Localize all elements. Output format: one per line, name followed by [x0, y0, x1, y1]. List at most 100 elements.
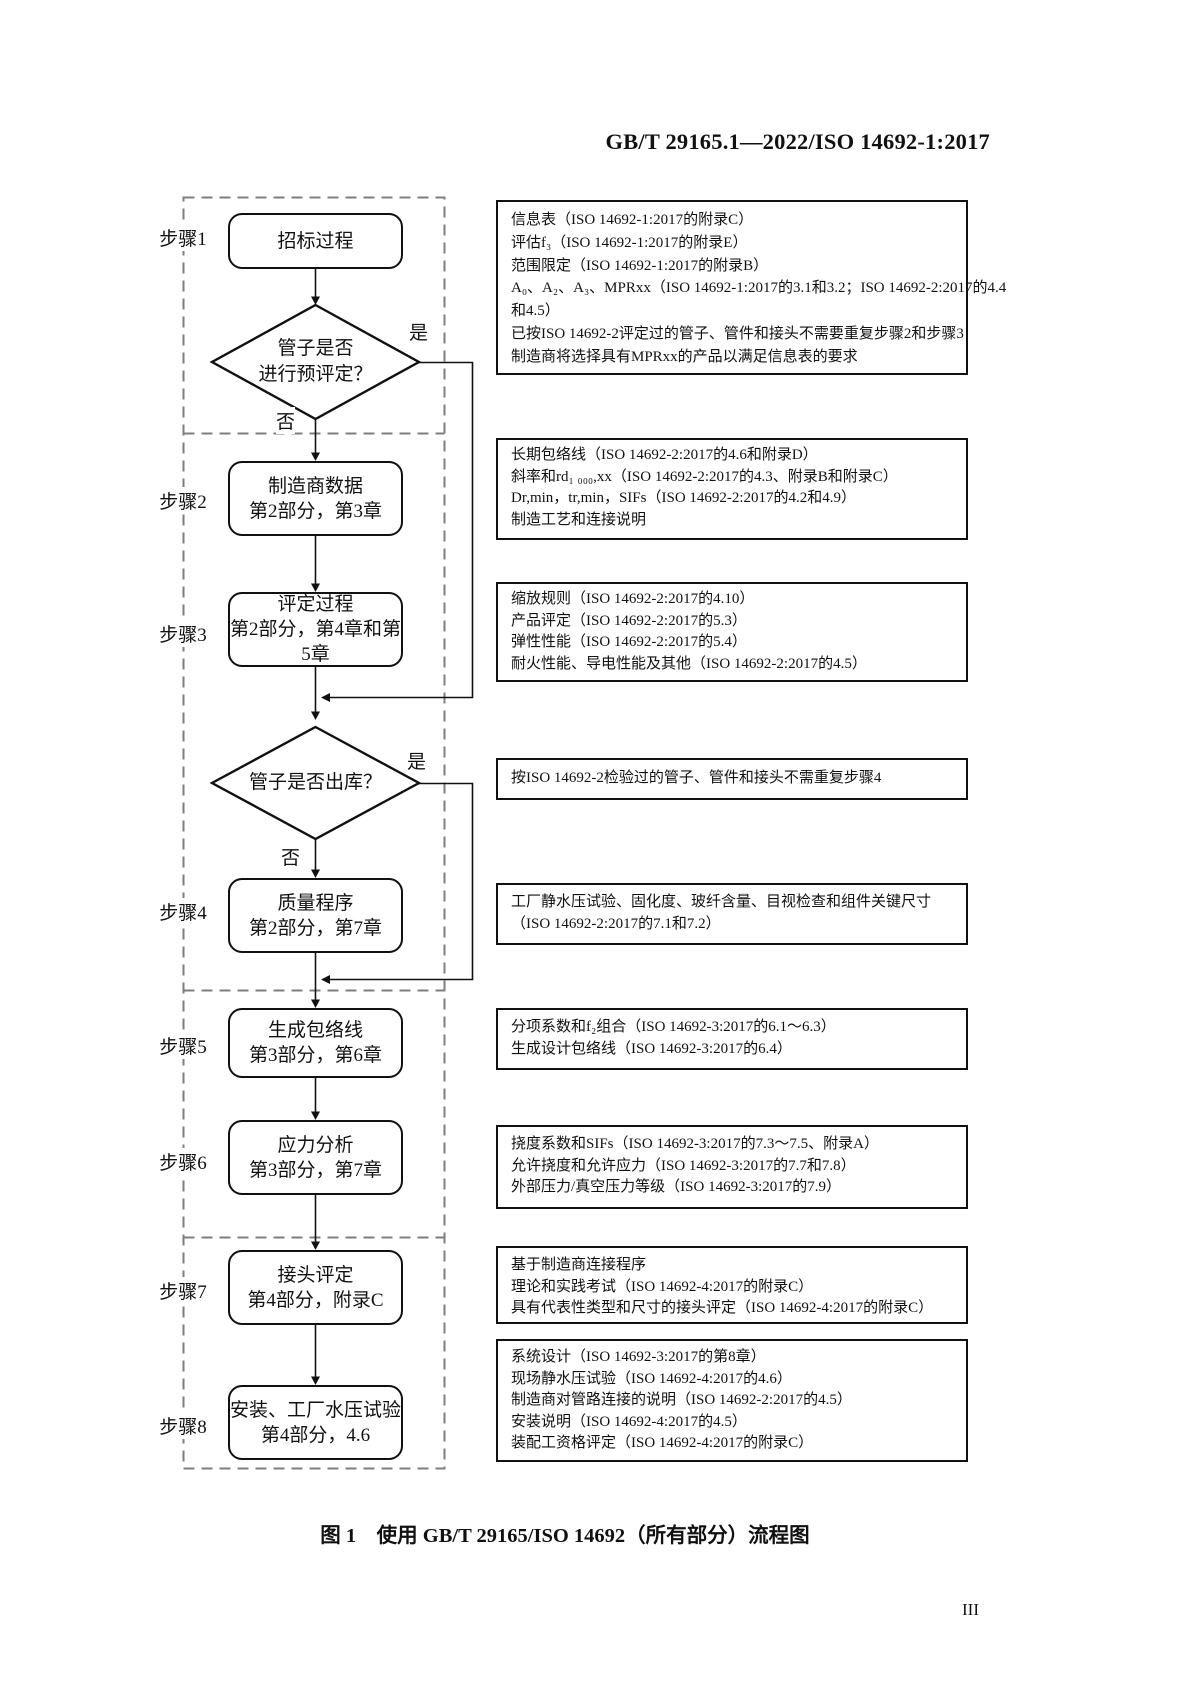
- annotation-line: 制造工艺和连接说明: [511, 511, 647, 528]
- annotation-line: 外部压力/真空压力等级（ISO 14692-3:2017的7.9）: [511, 1179, 842, 1195]
- annotation-line: 分项系数和f₂组合（ISO 14692-3:2017的6.1～6.3）: [511, 1019, 836, 1035]
- decision-exfactory-diamond: [209, 725, 422, 841]
- annotation-line: 制造商对管路连接的说明（ISO 14692-2:2017的4.5）: [511, 1392, 852, 1408]
- annotation-line: 范围限定（ISO 14692-1:2017的附录B）: [511, 257, 769, 274]
- arrowhead-down: [311, 452, 320, 461]
- annotation-line: 工厂静水压试验、固化度、玻纤含量、目视检查和组件关键尺寸: [511, 894, 932, 910]
- annotation-line: 理论和实践考试（ISO 14692-4:2017的附录C）: [511, 1278, 814, 1295]
- arrowheads: [311, 296, 330, 1385]
- node-installation-hydrotest: 安装、工厂水压试验 第4部分，4.6: [228, 1385, 403, 1460]
- arrowhead-down: [311, 1241, 320, 1250]
- node-text: 生成包络线: [267, 1020, 363, 1041]
- arrowhead-down: [311, 999, 320, 1008]
- annotation-line: 长期包络线（ISO 14692-2:2017的4.6和附录D）: [511, 447, 818, 463]
- node-text: 管子是否: [277, 338, 354, 359]
- node-manufacturer-data: 制造商数据 第2部分，第3章: [228, 461, 403, 536]
- annotation-line: 已按ISO 14692-2评定过的管子、管件和接头不需要重复步骤2和步骤3: [511, 325, 964, 342]
- edge-label-yes-1: 是: [409, 318, 429, 345]
- arrowhead-down: [311, 1111, 320, 1120]
- annotation-box-step1: 信息表（ISO 14692-1:2017的附录C） 评估f₃（ISO 14692…: [496, 200, 1007, 375]
- annotation-line: 具有代表性类型和尺寸的接头评定（ISO 14692-4:2017的附录C）: [511, 1300, 934, 1316]
- annotation-line: 生成设计包络线（ISO 14692-3:2017的6.4）: [511, 1040, 792, 1057]
- annotation-line: 弹性性能（ISO 14692-2:2017的5.4）: [511, 634, 747, 650]
- annotation-box-exfactory-note: 按ISO 14692-2检验过的管子、管件和接头不需重复步骤4: [496, 758, 968, 800]
- node-text: 制造商数据: [267, 475, 363, 497]
- decision-prequalified-diamond: [209, 303, 422, 421]
- annotation-line: 系统设计（ISO 14692-3:2017的第8章）: [511, 1349, 766, 1365]
- node-stress-analysis: 应力分析 第3部分，第7章: [228, 1120, 403, 1195]
- annotation-line: A₀、A₂、A₃、MPRxx（ISO 14692-1:2017的3.1和3.2；…: [511, 280, 1007, 297]
- annotation-line: 制造商将选择具有MPRxx的产品以满足信息表的要求: [511, 348, 858, 365]
- annotation-line: 现场静水压试验（ISO 14692-4:2017的4.6）: [511, 1370, 792, 1387]
- annotation-box-step5: 分项系数和f₂组合（ISO 14692-3:2017的6.1～6.3） 生成设计…: [496, 1008, 968, 1070]
- node-text: 第2部分，第4章和第5章: [230, 619, 402, 665]
- annotation-box-step3: 缩放规则（ISO 14692-2:2017的4.10） 产品评定（ISO 146…: [496, 582, 968, 682]
- annotation-box-step4: 工厂静水压试验、固化度、玻纤含量、目视检查和组件关键尺寸 （ISO 14692-…: [496, 883, 968, 945]
- figure-caption: 图 1 使用 GB/T 29165/ISO 14692（所有部分）流程图: [320, 1525, 810, 1547]
- edge-label-no-1: 否: [276, 407, 296, 434]
- arrowhead-left: [321, 693, 330, 702]
- annotation-line: 产品评定（ISO 14692-2:2017的5.3）: [511, 612, 747, 629]
- node-text: 安装、工厂水压试验: [230, 1399, 402, 1421]
- node-qualification-process: 评定过程 第2部分，第4章和第5章: [228, 592, 403, 667]
- node-tender-process: 招标过程: [228, 213, 403, 269]
- node-text: 第2部分，第7章: [248, 917, 382, 939]
- step-label-1: 步骤1: [146, 224, 220, 251]
- annotation-box-step6: 挠度系数和SIFs（ISO 14692-3:2017的7.3～7.5、附录A） …: [496, 1125, 968, 1209]
- annotation-line: （ISO 14692-2:2017的7.1和7.2）: [511, 915, 721, 932]
- node-decision-prequalified: 管子是否 进行预评定？: [212, 305, 419, 419]
- flow-lines: [314, 269, 474, 1378]
- arrowhead-down: [311, 583, 320, 592]
- edge-label-no-2: 否: [281, 843, 301, 870]
- node-text: 招标过程: [277, 230, 354, 252]
- annotation-box-step7: 基于制造商连接程序 理论和实践考试（ISO 14692-4:2017的附录C） …: [496, 1246, 968, 1324]
- node-text: 第4部分，4.6: [260, 1424, 371, 1446]
- node-text: 进行预评定？: [258, 364, 373, 385]
- step-label-3: 步骤3: [146, 620, 220, 647]
- standard-number: GB/T 29165.1—2022/ISO 14692-1:2017: [605, 129, 990, 154]
- annotation-line: 允许挠度和允许应力（ISO 14692-3:2017的7.7和7.8）: [511, 1157, 856, 1174]
- node-text: 管子是否出库？: [248, 772, 382, 793]
- decision-diamonds: [209, 303, 422, 841]
- step-label-8: 步骤8: [146, 1412, 220, 1439]
- annotation-box-step2: 长期包络线（ISO 14692-2:2017的4.6和附录D） 斜率和rd₁ ₀…: [496, 438, 968, 540]
- node-text: 质量程序: [277, 892, 354, 914]
- arrowhead-down: [311, 869, 320, 878]
- node-quality-program: 质量程序 第2部分，第7章: [228, 878, 403, 953]
- annotation-line: 安装说明（ISO 14692-4:2017的4.5）: [511, 1413, 747, 1430]
- annotation-line: Dr,min，tr,min，SIFs（ISO 14692-2:2017的4.2和…: [511, 490, 857, 506]
- annotation-line: 和4.5）: [511, 303, 560, 320]
- arrowhead-left: [321, 975, 330, 984]
- edge-label-yes-2: 是: [407, 747, 427, 774]
- annotation-line: 信息表（ISO 14692-1:2017的附录C）: [511, 212, 754, 228]
- annotation-line: 按ISO 14692-2检验过的管子、管件和接头不需重复步骤4: [511, 770, 882, 786]
- step-label-5: 步骤5: [146, 1032, 220, 1059]
- yes-branch-2: [330, 782, 474, 981]
- step-label-6: 步骤6: [146, 1148, 220, 1175]
- node-text: 应力分析: [277, 1134, 354, 1156]
- arrowhead-down: [311, 296, 320, 305]
- node-decision-exfactory: 管子是否出库？: [212, 727, 419, 839]
- node-text: 评定过程: [277, 594, 354, 615]
- node-text: 接头评定: [277, 1264, 354, 1286]
- arrowhead-down: [311, 711, 320, 720]
- node-text: 第3部分，第6章: [248, 1045, 382, 1066]
- node-generate-envelope: 生成包络线 第3部分，第6章: [228, 1008, 403, 1078]
- annotation-line: 斜率和rd₁ ₀₀₀,xx（ISO 14692-2:2017的4.3、附录B和附…: [511, 468, 898, 485]
- annotation-line: 缩放规则（ISO 14692-2:2017的4.10）: [511, 591, 755, 607]
- annotation-box-step8: 系统设计（ISO 14692-3:2017的第8章） 现场静水压试验（ISO 1…: [496, 1339, 968, 1462]
- annotation-line: 装配工资格评定（ISO 14692-4:2017的附录C）: [511, 1435, 814, 1451]
- step-label-4: 步骤4: [146, 898, 220, 925]
- arrowhead-down: [311, 1376, 320, 1385]
- node-joint-qualification: 接头评定 第4部分，附录C: [228, 1250, 403, 1325]
- node-text: 第3部分，第7章: [248, 1159, 382, 1181]
- node-text: 第4部分，附录C: [247, 1289, 384, 1311]
- step-group-dashed-border: [182, 196, 446, 1470]
- node-text: 第2部分，第3章: [248, 500, 382, 522]
- annotation-line: 评估f₃（ISO 14692-1:2017的附录E）: [511, 234, 748, 251]
- step-label-2: 步骤2: [146, 487, 220, 514]
- yes-branch-1: [330, 361, 474, 699]
- page-number: III: [962, 1600, 979, 1619]
